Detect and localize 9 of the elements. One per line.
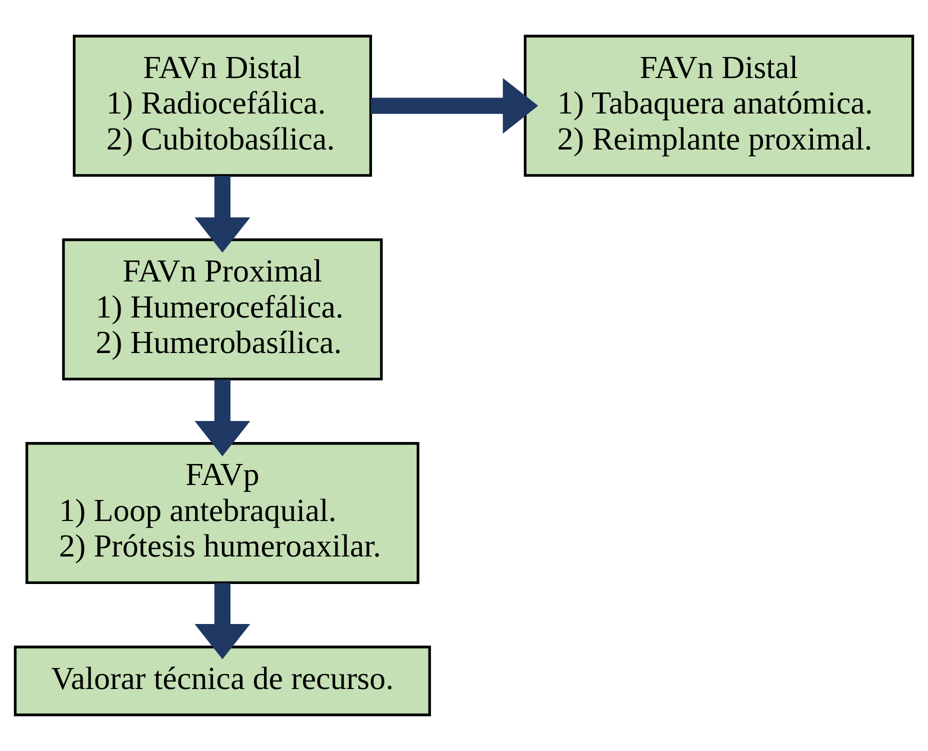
arrow [370,78,538,134]
arrow [194,379,250,456]
node-box: Valorar técnica de recurso. [14,646,431,716]
arrow [194,176,250,253]
node-box: FAVn Distal 1) Tabaquera anatómica. 2) Reimplante proximal. [524,34,914,177]
arrow [194,583,250,660]
node-box: FAVn Proximal 1) Humerocefálica. 2) Humerobasílica. [62,238,383,380]
node-box: FAVp 1) Loop antebraquial. 2) Prótesis humeroaxilar. [26,442,420,584]
node-box: FAVn Distal 1) Radiocefálica. 2) Cubitobasílica. [72,34,372,177]
